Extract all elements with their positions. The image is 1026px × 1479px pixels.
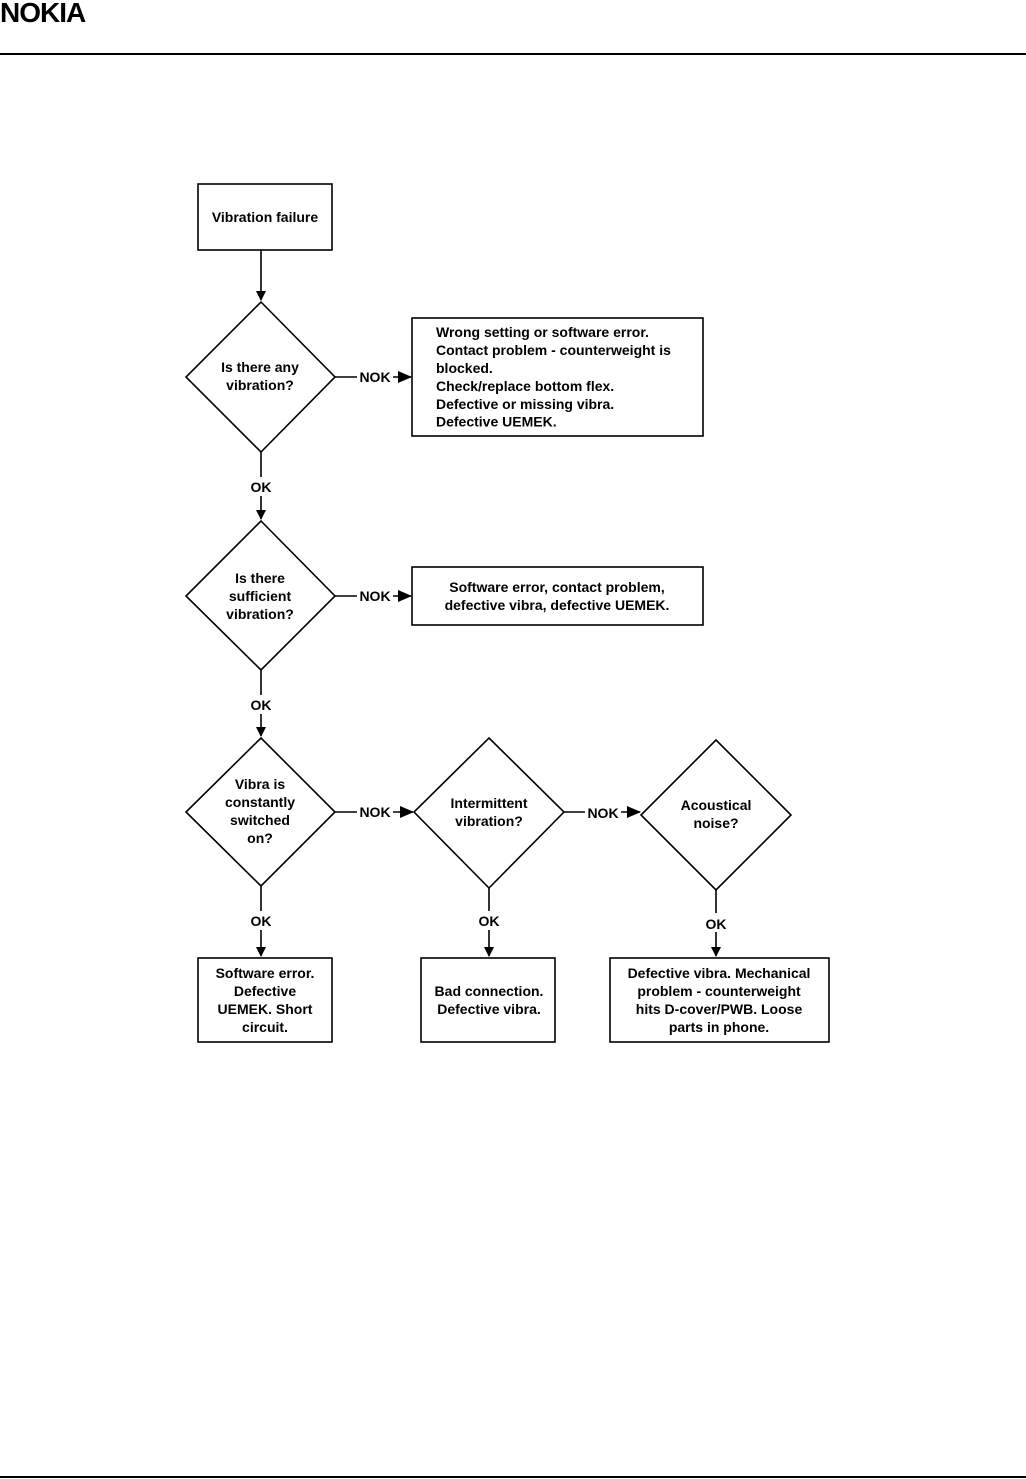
decision-constantly-on-label-line: constantly	[225, 794, 295, 810]
decision-sufficient-vibration-label-line: sufficient	[229, 588, 292, 604]
outcome-intermittent-label-line: Bad connection.	[435, 983, 544, 999]
outcome-acoustical-label-line: hits D-cover/PWB. Loose	[636, 1001, 803, 1017]
footer-rule	[0, 1476, 1026, 1478]
outcome-no-vibration-label: Wrong setting or software error. Contact …	[436, 324, 671, 430]
outcome-acoustical-label-line: Defective vibra. Mechanical	[628, 965, 811, 981]
ok-label-d5: OK	[706, 916, 727, 932]
outcome-no-vibration-label-line: Check/replace bottom flex.	[436, 378, 614, 394]
decision-constantly-on-label-line: switched	[230, 812, 290, 828]
decision-acoustical-noise-label-line: Acoustical	[681, 797, 752, 813]
decision-intermittent-label-line: Intermittent	[451, 795, 528, 811]
nok-label-d4: NOK	[587, 805, 618, 821]
outcome-intermittent-box	[420, 957, 556, 1043]
outcome-constantly-on-label-line: circuit.	[242, 1019, 288, 1035]
outcome-intermittent-label: Bad connection. Defective vibra.	[435, 983, 544, 1017]
outcome-constantly-on-box	[197, 957, 333, 1043]
outcome-insufficient-label-line: defective vibra, defective UEMEK.	[445, 597, 670, 613]
decision-intermittent-label-line: vibration?	[455, 813, 523, 829]
decision-any-vibration-label: Is there any vibration?	[221, 359, 299, 393]
decision-intermittent-label: Intermittent vibration?	[451, 795, 528, 829]
decision-any-vibration-label-line: vibration?	[226, 377, 294, 393]
outcome-constantly-on-label-line: Software error.	[216, 965, 315, 981]
start-box	[197, 183, 333, 251]
ok-label-d3: OK	[251, 913, 272, 929]
outcome-acoustical-box	[609, 957, 830, 1043]
decision-constantly-on-label: Vibra is constantly switched on?	[225, 776, 295, 846]
ok-label-d2: OK	[251, 697, 272, 713]
nokia-logo: NOKIA	[0, 0, 140, 28]
outcome-insufficient-box	[411, 566, 704, 626]
outcome-insufficient-label: Software error, contact problem, defectiv…	[445, 579, 670, 613]
ok-label-d4: OK	[479, 913, 500, 929]
outcome-insufficient-label-line: Software error, contact problem,	[449, 579, 665, 595]
nokia-logo-text: NOKIA	[0, 0, 86, 28]
outcome-acoustical-label-line: problem - counterweight	[637, 983, 801, 999]
ok-label-d1: OK	[251, 479, 272, 495]
outcome-no-vibration-label-line: Defective UEMEK.	[436, 414, 557, 430]
decision-sufficient-vibration-label-line: vibration?	[226, 606, 294, 622]
outcome-no-vibration-box	[411, 317, 704, 437]
nok-label-d3: NOK	[359, 804, 390, 820]
outcome-constantly-on-label-line: Defective	[234, 983, 296, 999]
decision-sufficient-vibration-label-line: Is there	[235, 570, 285, 586]
outcome-constantly-on-label-line: UEMEK. Short	[218, 1001, 313, 1017]
outcome-intermittent-label-line: Defective vibra.	[437, 1001, 541, 1017]
decision-acoustical-noise-label-line: noise?	[693, 815, 738, 831]
decision-constantly-on-label-line: on?	[247, 830, 273, 846]
decision-acoustical-noise-label: Acoustical noise?	[681, 797, 752, 831]
outcome-no-vibration-label-line: Contact problem - counterweight is	[436, 342, 671, 358]
nok-label-d2: NOK	[359, 588, 390, 604]
nok-label-d1: NOK	[359, 369, 390, 385]
decision-constantly-on-label-line: Vibra is	[235, 776, 286, 792]
header-rule	[0, 53, 1026, 55]
outcome-no-vibration-label-line: Defective or missing vibra.	[436, 396, 614, 412]
outcome-acoustical-label: Defective vibra. Mechanical problem - cou…	[628, 965, 811, 1035]
decision-sufficient-vibration-label: Is there sufficient vibration?	[226, 570, 294, 622]
start-label: Vibration failure	[212, 209, 319, 225]
outcome-no-vibration-label-line: blocked.	[436, 360, 493, 376]
outcome-no-vibration-label-line: Wrong setting or software error.	[436, 324, 649, 340]
decision-any-vibration-label-line: Is there any	[221, 359, 299, 375]
start-label-line: Vibration failure	[212, 209, 319, 225]
outcome-acoustical-label-line: parts in phone.	[669, 1019, 769, 1035]
